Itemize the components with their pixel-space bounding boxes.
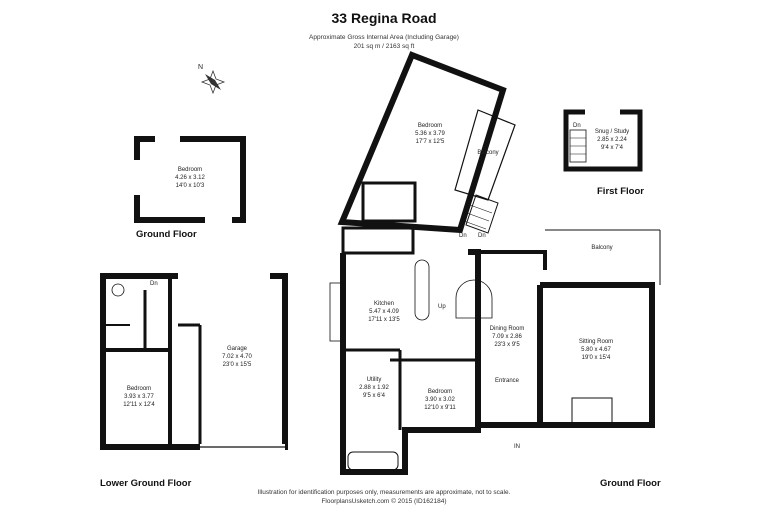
marker-dn-snug: Dn [573,123,581,129]
floor-label-ground-outbuilding: Ground Floor [136,229,197,240]
marker-dn-1: Dn [459,233,467,239]
first-floor-bedroom-walls [337,51,516,255]
marker-dn-lower: Dn [150,281,158,287]
compass-icon [200,69,226,95]
footer-credit: FloorplansUsketch.com © 2015 (ID162184) [321,498,447,505]
page-title: 33 Regina Road [331,10,437,26]
compass-north-label: N [198,64,204,71]
marker-in: IN [514,444,520,450]
lower-ground-walls [100,273,288,450]
footer-disclaimer: Illustration for identification purposes… [257,489,511,496]
area-total: 201 sq m / 2163 sq ft [353,43,415,50]
outbuilding-walls [134,136,246,223]
room-label-entrance: Entrance [494,378,519,384]
room-label-ground-balcony: Balcony [591,245,613,251]
main-ground-walls [329,229,661,475]
floor-label-ground-main: Ground Floor [600,478,661,489]
marker-dn-2: Dn [478,233,486,239]
snug-walls [563,109,643,172]
floor-label-lower-ground: Lower Ground Floor [100,478,192,489]
room-label-first-balcony: Balcony [477,150,499,156]
floor-label-first: First Floor [597,186,644,197]
area-subtitle: Approximate Gross Internal Area (Includi… [309,34,459,41]
marker-up: Up [438,304,446,310]
